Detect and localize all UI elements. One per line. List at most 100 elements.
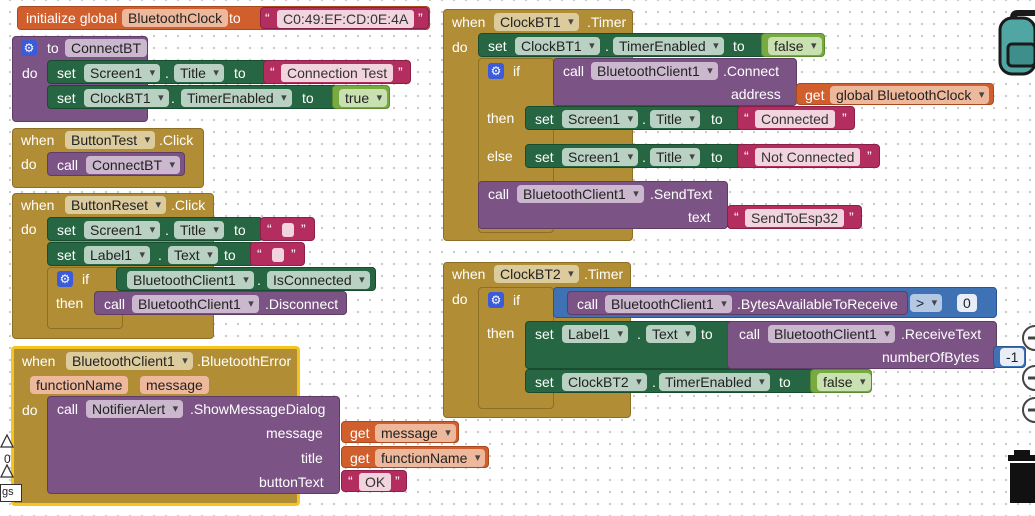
get-functionname[interactable]: get functionName — [341, 446, 489, 468]
call-receivetext[interactable]: call BluetoothClient1 .ReceiveText numbe… — [727, 321, 997, 369]
component-dropdown[interactable]: Screen1 — [562, 148, 639, 166]
component-dropdown[interactable]: ButtonReset — [65, 196, 167, 214]
global-value-text[interactable]: C0:49:EF:CD:0E:4A — [277, 10, 415, 28]
component-dropdown[interactable]: Label1 — [84, 246, 151, 264]
component-dropdown[interactable]: ClockBT1 — [84, 89, 169, 107]
string-value[interactable]: Not Connected — [755, 148, 861, 166]
gear-icon[interactable]: ⚙ — [488, 63, 504, 79]
call-disconnect[interactable]: call BluetoothClient1 .Disconnect — [94, 291, 347, 315]
variable-dropdown[interactable]: message — [375, 424, 456, 442]
component-dropdown[interactable]: BluetoothClient1 — [768, 325, 895, 343]
string-sendtoesp32[interactable]: “ SendToEsp32 ” — [727, 205, 862, 229]
string-value[interactable]: Connected — [755, 110, 835, 128]
boolean-dropdown[interactable]: true — [339, 89, 388, 107]
string-block[interactable]: “ Connection Test ” — [263, 60, 411, 84]
set-clockbt2-timerenabled[interactable]: set ClockBT2 . TimerEnabled to — [525, 369, 817, 393]
gear-icon[interactable]: ⚙ — [21, 40, 37, 56]
procedure-dropdown[interactable]: ConnectBT — [86, 156, 181, 174]
param-functionname[interactable]: functionName — [30, 376, 129, 394]
call-bytesavailabletoreceive[interactable]: call BluetoothClient1 .BytesAvailableToR… — [567, 291, 908, 315]
string-connected[interactable]: “ Connected ” — [737, 106, 855, 130]
component-dropdown[interactable]: Label1 — [562, 325, 629, 343]
empty-string-block[interactable]: “ ” — [260, 217, 315, 241]
get-message[interactable]: get message — [341, 421, 459, 443]
operator-dropdown[interactable]: > — [910, 294, 943, 312]
string-value[interactable]: Connection Test — [281, 64, 394, 82]
set-screen1-title[interactable]: set Screen1 . Title to — [525, 144, 743, 168]
component-dropdown[interactable]: ClockBT2 — [494, 265, 579, 283]
method-name: .SendText — [650, 186, 713, 202]
empty-string-field[interactable] — [282, 223, 294, 237]
set-clockbt1-timerenabled[interactable]: set ClockBT1 . TimerEnabled to — [47, 85, 339, 109]
property-dropdown[interactable]: Title — [174, 221, 224, 239]
component-dropdown[interactable]: Screen1 — [84, 221, 161, 239]
quote-right: ” — [842, 110, 847, 126]
zoom-out-icon[interactable] — [1018, 364, 1035, 392]
empty-string-block[interactable]: “ ” — [250, 242, 305, 266]
to-label: to — [733, 38, 745, 54]
property-dropdown[interactable]: Text — [646, 325, 696, 343]
global-name-field[interactable]: BluetoothClock — [122, 9, 229, 27]
string-value[interactable]: SendToEsp32 — [745, 209, 845, 227]
set-label1-text[interactable]: set Label1 . Text to — [525, 321, 735, 369]
backpack-icon[interactable] — [996, 6, 1035, 78]
number-block[interactable]: -1 — [993, 346, 1026, 368]
component-dropdown[interactable]: ClockBT1 — [515, 37, 600, 55]
property-dropdown[interactable]: Title — [650, 148, 700, 166]
property-dropdown[interactable]: TimerEnabled — [181, 89, 292, 107]
component-dropdown[interactable]: NotifierAlert — [86, 400, 184, 418]
property-dropdown[interactable]: Title — [650, 110, 700, 128]
set-screen1-title[interactable]: set Screen1 . Title to — [47, 60, 270, 84]
variable-dropdown[interactable]: global BluetoothClock — [830, 86, 990, 104]
number-field[interactable]: 0 — [957, 294, 977, 312]
call-showmessagedialog[interactable]: call NotifierAlert .ShowMessageDialog me… — [47, 396, 340, 494]
gear-icon[interactable]: ⚙ — [57, 271, 73, 287]
component-dropdown[interactable]: ClockBT2 — [562, 373, 647, 391]
call-bluetoothclient1-sendtext[interactable]: call BluetoothClient1 .SendText text — [478, 181, 728, 229]
set-label1-text[interactable]: set Label1 . Text to — [47, 242, 255, 266]
procedure-name-field[interactable]: ConnectBT — [65, 39, 148, 57]
string-ok[interactable]: “ OK ” — [341, 470, 407, 492]
property-dropdown[interactable]: Text — [168, 246, 218, 264]
call-connectbt[interactable]: call ConnectBT — [47, 152, 185, 176]
number-field[interactable]: -1 — [1000, 348, 1025, 366]
component-dropdown[interactable]: BluetoothClient1 — [66, 352, 193, 370]
variable-dropdown[interactable]: functionName — [375, 449, 486, 467]
param-message[interactable]: message — [140, 376, 209, 394]
bluetoothclient1-isconnected[interactable]: BluetoothClient1 . IsConnected — [116, 267, 376, 291]
property-dropdown[interactable]: IsConnected — [267, 271, 370, 289]
property-dropdown[interactable]: TimerEnabled — [613, 37, 724, 55]
global-variable-block[interactable]: initialize global BluetoothClock to “ C0… — [17, 6, 430, 30]
component-dropdown[interactable]: BluetoothClient1 — [127, 271, 254, 289]
show-warnings-button[interactable]: gs — [0, 484, 22, 502]
component-dropdown[interactable]: ButtonTest — [65, 131, 156, 149]
gear-icon[interactable]: ⚙ — [488, 292, 504, 308]
component-dropdown[interactable]: BluetoothClient1 — [517, 185, 644, 203]
set-clockbt1-timerenabled[interactable]: set ClockBT1 . TimerEnabled to — [478, 33, 768, 57]
boolean-dropdown[interactable]: false — [817, 373, 871, 391]
trash-icon[interactable] — [1006, 450, 1035, 504]
property-dropdown[interactable]: Title — [174, 64, 224, 82]
component-dropdown[interactable]: BluetoothClient1 — [591, 62, 718, 80]
component-dropdown[interactable]: Screen1 — [562, 110, 639, 128]
string-not-connected[interactable]: “ Not Connected ” — [737, 144, 880, 168]
boolean-dropdown[interactable]: false — [768, 37, 822, 55]
global-value-string[interactable]: “ C0:49:EF:CD:0E:4A ” — [260, 7, 429, 29]
boolean-block[interactable]: true — [332, 85, 390, 109]
component-dropdown[interactable]: Screen1 — [84, 64, 161, 82]
set-screen1-title[interactable]: set Screen1 . Title to — [525, 106, 743, 130]
collapse-warning-indicator[interactable]: 0 — [0, 434, 22, 500]
boolean-block[interactable]: false — [761, 33, 825, 57]
component-dropdown[interactable]: BluetoothClient1 — [132, 295, 259, 313]
get-global-bluetoothclock[interactable]: get global BluetoothClock — [796, 83, 994, 105]
call-bluetoothclient1-connect[interactable]: call BluetoothClient1 .Connect address — [553, 58, 797, 106]
boolean-block[interactable]: false — [810, 369, 872, 393]
empty-string-field[interactable] — [272, 248, 284, 262]
set-screen1-title[interactable]: set Screen1 . Title to — [47, 217, 263, 241]
zoom-in-icon[interactable] — [1018, 324, 1035, 352]
property-dropdown[interactable]: TimerEnabled — [659, 373, 770, 391]
component-dropdown[interactable]: BluetoothClient1 — [605, 295, 732, 313]
string-value[interactable]: OK — [359, 473, 392, 491]
recenter-icon[interactable] — [1018, 396, 1035, 424]
component-dropdown[interactable]: ClockBT1 — [494, 13, 579, 31]
